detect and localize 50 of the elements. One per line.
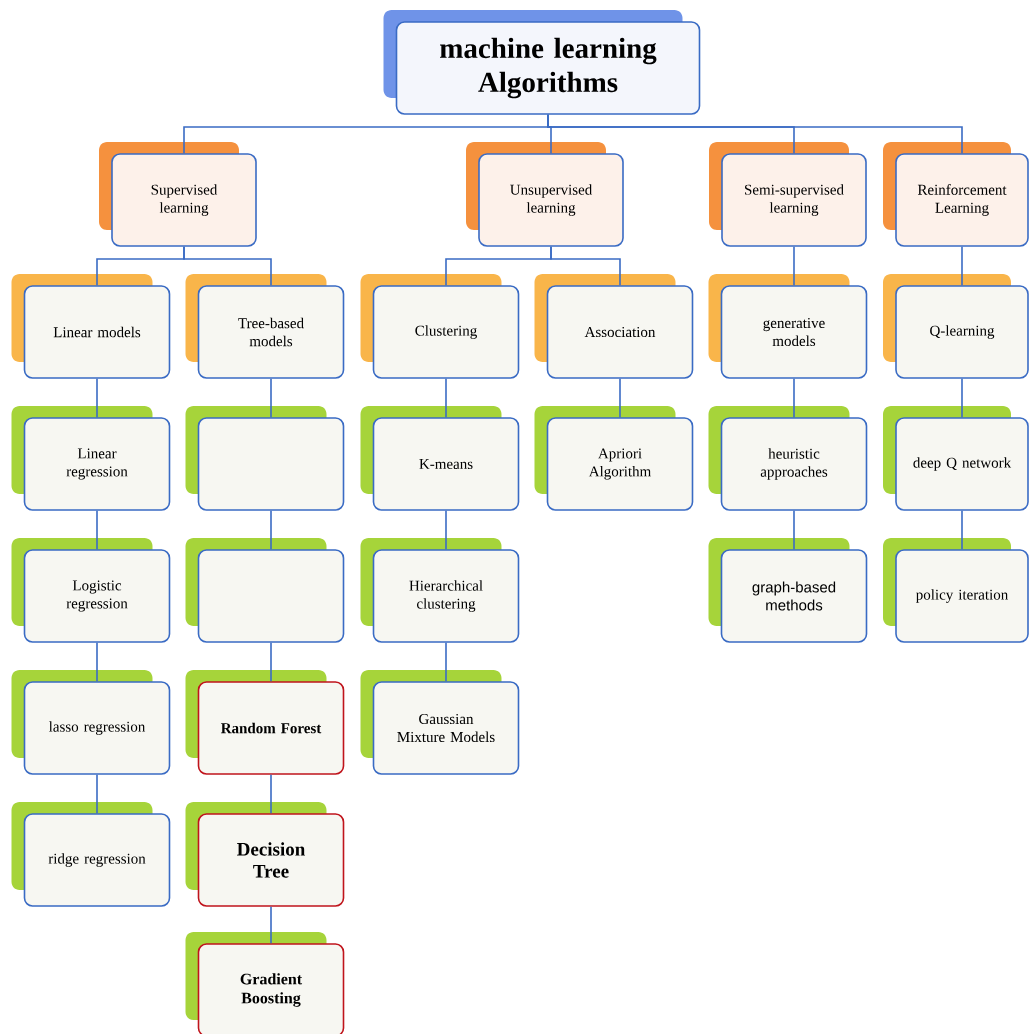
connector <box>270 642 272 682</box>
algorithm-box: Supervised learning <box>99 142 257 247</box>
algorithm-box: Linear models <box>11 274 171 379</box>
connector <box>793 378 795 418</box>
connector <box>619 378 621 418</box>
algorithm-box: Gaussian Mixture Models <box>360 670 520 775</box>
algorithm-box: Tree-based models <box>185 274 345 379</box>
algorithm-box: graph-based methods <box>708 538 868 643</box>
algorithm-box: Unsupervised learning <box>466 142 624 247</box>
connector <box>961 378 963 418</box>
algorithm-box: lasso regression <box>11 670 171 775</box>
algorithm-box: Linear regression <box>11 406 171 511</box>
algorithm-box: Logistic regression <box>11 538 171 643</box>
algorithm-box: deep Q network <box>883 406 1029 511</box>
algorithm-box: policy iteration <box>883 538 1029 643</box>
connector <box>547 114 963 154</box>
algorithm-box: Decision Tree <box>185 802 345 907</box>
algorithm-box: Clustering <box>360 274 520 379</box>
connector <box>96 378 98 418</box>
algorithm-box <box>185 406 345 511</box>
connector <box>445 510 447 550</box>
algorithm-box: Gradient Boosting <box>185 932 345 1034</box>
algorithm-box: K-means <box>360 406 520 511</box>
algorithm-box: Hierarchical clustering <box>360 538 520 643</box>
connector <box>445 642 447 682</box>
algorithm-box: Reinforcement Learning <box>883 142 1029 247</box>
connector <box>96 510 98 550</box>
algorithm-box: Semi-supervised learning <box>709 142 867 247</box>
title-box: machine learning Algorithms <box>383 10 701 115</box>
connector <box>270 906 272 944</box>
algorithm-box: Apriori Algorithm <box>534 406 694 511</box>
algorithm-box: ridge regression <box>11 802 171 907</box>
connector <box>270 378 272 418</box>
connector <box>183 246 272 286</box>
algorithm-box: generative models <box>708 274 868 379</box>
algorithm-box: heuristic approaches <box>708 406 868 511</box>
connector <box>550 246 621 286</box>
connector <box>270 510 272 550</box>
connector <box>961 510 963 550</box>
connector <box>793 510 795 550</box>
connector <box>445 378 447 418</box>
connector <box>96 642 98 682</box>
algorithm-box: Q-learning <box>883 274 1029 379</box>
connector <box>270 774 272 814</box>
connector <box>96 774 98 814</box>
connector <box>961 246 963 286</box>
algorithm-box <box>185 538 345 643</box>
algorithm-box: Random Forest <box>185 670 345 775</box>
connector <box>793 246 795 286</box>
algorithm-box: Association <box>534 274 694 379</box>
